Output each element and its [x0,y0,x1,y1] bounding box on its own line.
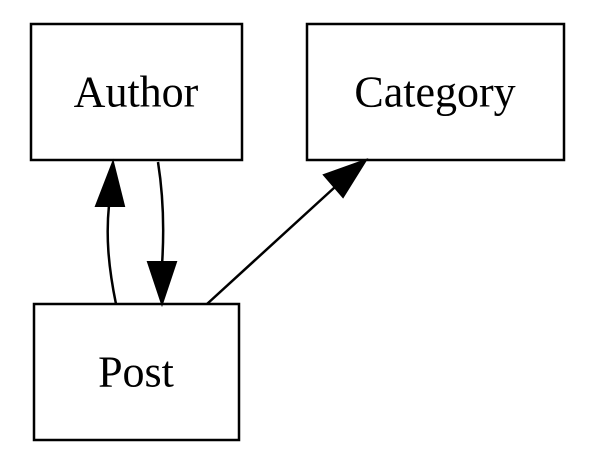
edge-post-to-author-line [106,204,118,305]
node-category-label: Category [354,68,515,117]
node-post-box [32,302,241,442]
edge-author-to-post [146,161,178,308]
node-post: Post [32,302,241,442]
edge-post-to-category-arrowhead [322,158,369,199]
node-category-box [305,22,566,162]
node-author: Author [29,22,244,162]
node-author-box [29,22,244,162]
edge-post-to-category-line [206,186,336,305]
node-post-label: Post [98,348,174,397]
edge-post-to-author [94,158,126,305]
node-author-label: Author [74,68,199,117]
node-category: Category [305,22,566,162]
edge-author-to-post-arrowhead [146,261,178,308]
edge-post-to-category [206,158,369,305]
edge-post-to-author-arrowhead [94,158,126,207]
edge-author-to-post-line [156,161,165,266]
